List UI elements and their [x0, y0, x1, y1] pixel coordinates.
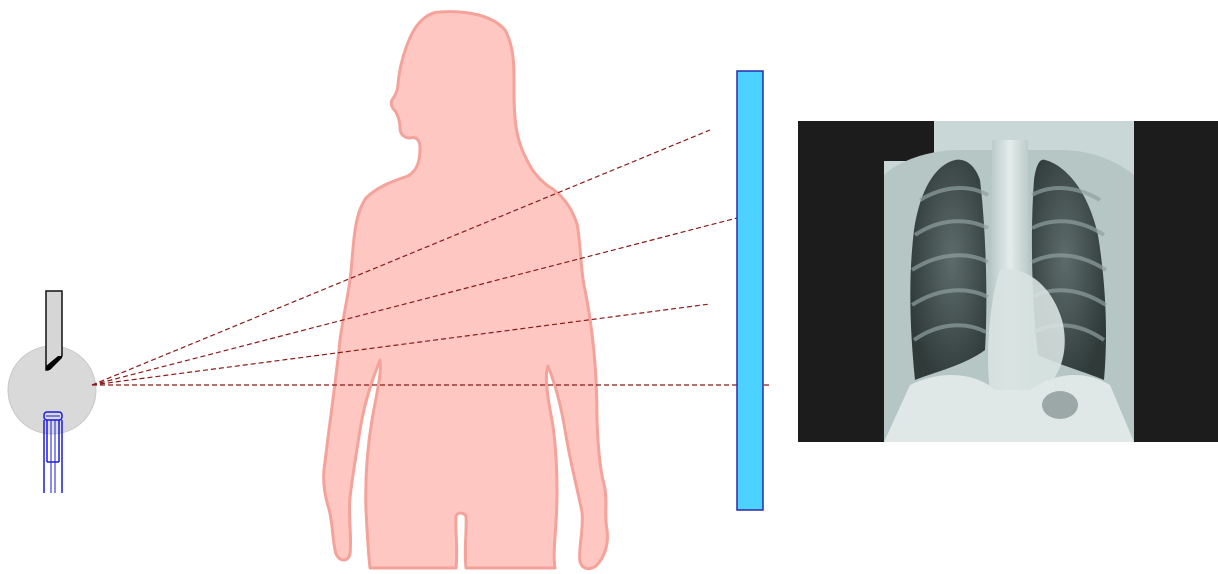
detector-plate-icon [737, 71, 763, 510]
chest-radiograph-image [798, 121, 1218, 442]
xray-tube-icon [8, 291, 96, 493]
human-silhouette-icon [324, 12, 608, 569]
